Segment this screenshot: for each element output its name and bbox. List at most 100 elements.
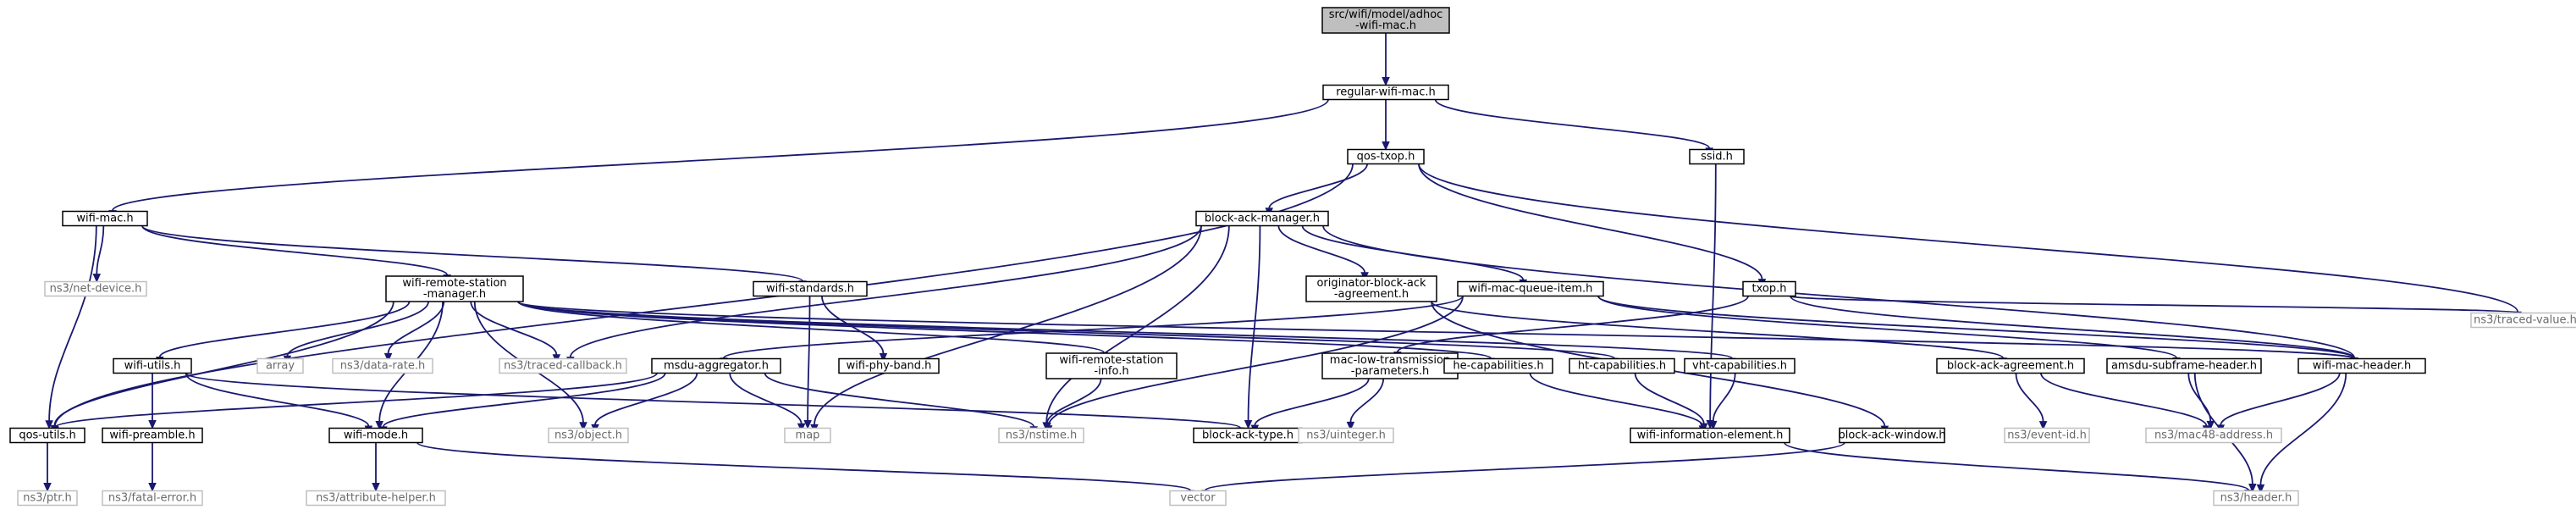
node-box <box>1742 280 1796 297</box>
node-label: originator-block-ack <box>1316 277 1426 290</box>
edge-wmh-to-header <box>2259 373 2347 485</box>
node-map[interactable]: map <box>784 427 831 444</box>
arrowhead-baa-to-eventid <box>2038 421 2048 430</box>
node-box <box>102 490 203 507</box>
node-label: wifi-utils.h <box>124 360 181 373</box>
node-label: block-ack-agreement.h <box>1947 360 2074 373</box>
node-obaa[interactable]: originator-block-ack-agreement.h <box>1305 275 1437 302</box>
node-box <box>385 275 524 302</box>
node-hecap[interactable]: he-capabilities.h <box>1443 357 1553 374</box>
node-array[interactable]: array <box>256 357 304 374</box>
edge-hecap-to-wie <box>1529 373 1704 427</box>
node-wifiutils[interactable]: wifi-utils.h <box>113 357 192 374</box>
edge-wmqi-to-nstime <box>1047 296 1464 426</box>
edge-vhtcap-to-wie <box>1712 373 1736 422</box>
arrowhead-wifimac-to-netdevice <box>92 274 102 283</box>
node-htcap[interactable]: ht-capabilities.h <box>1569 357 1675 374</box>
node-label: -info.h <box>1094 365 1128 378</box>
node-wrsm[interactable]: wifi-remote-station-manager.h <box>385 275 524 302</box>
node-wifiphyband[interactable]: wifi-phy-band.h <box>838 357 940 374</box>
arrowhead-wrsm-to-wifimode <box>375 421 383 430</box>
node-box <box>1298 427 1394 444</box>
node-eventid[interactable]: ns3/event-id.h <box>2004 427 2090 444</box>
node-amsdu[interactable]: amsdu-subframe-header.h <box>2106 357 2262 374</box>
arrowhead-qosutils-to-ptr <box>43 483 52 492</box>
node-bam[interactable]: block-ack-manager.h <box>1195 210 1329 227</box>
edge-wmh-to-mac48 <box>2220 373 2341 426</box>
node-baw[interactable]: block-ack-window.h <box>1838 427 1946 444</box>
node-box <box>2106 357 2262 374</box>
node-wifimac[interactable]: wifi-mac.h <box>62 210 148 227</box>
edge-wmqi-to-wmh <box>1597 295 2355 359</box>
node-box <box>2213 490 2299 507</box>
node-vector[interactable]: vector <box>1169 490 1227 507</box>
node-label: src/wifi/model/adhoc <box>1329 8 1443 21</box>
node-msdu[interactable]: msdu-aggregator.h <box>651 357 781 374</box>
node-wifimode[interactable]: wifi-mode.h <box>328 427 423 444</box>
node-mltp[interactable]: mac-low-transmission-parameters.h <box>1321 352 1459 379</box>
arrowhead-wifipreamble-to-fatalerror <box>148 483 157 492</box>
node-attrhelper[interactable]: ns3/attribute-helper.h <box>306 490 446 507</box>
edge-wrsi-to-nstime <box>1046 378 1102 424</box>
node-adhoc[interactable]: src/wifi/model/adhoc-wifi-mac.h <box>1321 7 1450 34</box>
node-datarate[interactable]: ns3/data-rate.h <box>332 357 433 374</box>
node-box <box>1195 210 1329 227</box>
node-fatalerror[interactable]: ns3/fatal-error.h <box>102 490 203 507</box>
arrowhead-htcap-to-wie <box>1699 423 1708 433</box>
node-wmh[interactable]: wifi-mac-header.h <box>2297 357 2426 374</box>
arrowhead-adhoc-to-regular <box>1382 77 1390 86</box>
node-baa[interactable]: block-ack-agreement.h <box>1936 357 2085 374</box>
node-qosutils[interactable]: qos-utils.h <box>9 427 85 444</box>
node-box <box>838 357 940 374</box>
edge-qostxop-to-qosutils <box>53 163 1354 427</box>
node-batype[interactable]: block-ack-type.h <box>1193 427 1303 444</box>
node-box <box>1630 427 1790 444</box>
edge-wrsm-to-tracedcb <box>470 301 558 355</box>
node-netdevice[interactable]: ns3/net-device.h <box>44 280 147 297</box>
arrowhead-amsdu-to-mac48 <box>2206 420 2215 430</box>
node-ptr[interactable]: ns3/ptr.h <box>17 490 78 507</box>
node-ssid[interactable]: ssid.h <box>1689 148 1745 165</box>
node-tracedcb[interactable]: ns3/traced-callback.h <box>499 357 627 374</box>
arrowhead-wrsm-to-datarate <box>383 352 393 363</box>
node-wmqi[interactable]: wifi-mac-queue-item.h <box>1457 280 1604 297</box>
node-wstd[interactable]: wifi-standards.h <box>753 280 868 297</box>
arrowhead-wstd-to-wifiphyband <box>879 352 888 363</box>
node-label: -agreement.h <box>1334 288 1409 301</box>
node-txop[interactable]: txop.h <box>1742 280 1796 297</box>
node-nstime[interactable]: ns3/nstime.h <box>998 427 1084 444</box>
edge-wstd-to-map <box>807 296 811 421</box>
node-box <box>998 427 1084 444</box>
node-label: ns3/uinteger.h <box>1306 429 1386 442</box>
node-label: block-ack-manager.h <box>1205 213 1320 225</box>
edge-baa-to-mac48 <box>2040 373 2208 427</box>
node-object[interactable]: ns3/object.h <box>548 427 629 444</box>
arrowhead-wrsm-to-object <box>579 422 587 432</box>
node-box <box>548 427 629 444</box>
node-mac48[interactable]: ns3/mac48-address.h <box>2145 427 2282 444</box>
arrowhead-wrsi-to-nstime <box>1043 423 1051 432</box>
node-label: ns3/traced-callback.h <box>504 360 622 373</box>
node-uinteger[interactable]: ns3/uinteger.h <box>1298 427 1394 444</box>
node-tracedvalue[interactable]: ns3/traced-value.h <box>2470 312 2576 329</box>
node-label: qos-txop.h <box>1357 151 1415 163</box>
node-label: ns3/header.h <box>2220 492 2292 505</box>
edge-regular-to-wifimac <box>112 99 1329 212</box>
node-label: mac-low-transmission <box>1330 354 1450 367</box>
node-wrsi[interactable]: wifi-remote-station-info.h <box>1045 352 1178 379</box>
arrowhead-mltp-to-uinteger <box>1346 421 1355 431</box>
node-wifipreamble[interactable]: wifi-preamble.h <box>102 427 203 444</box>
node-label: wifi-mac-header.h <box>2313 360 2412 373</box>
node-label: -manager.h <box>423 288 486 301</box>
node-vhtcap[interactable]: vht-capabilities.h <box>1684 357 1795 374</box>
node-wie[interactable]: wifi-information-element.h <box>1630 427 1790 444</box>
edge-baw-to-vector <box>1205 441 1845 491</box>
edge-msdu-to-map <box>729 373 803 424</box>
node-qostxop[interactable]: qos-txop.h <box>1347 148 1425 165</box>
node-regular[interactable]: regular-wifi-mac.h <box>1322 84 1449 101</box>
arrowhead-amsdu-to-header <box>2248 484 2257 493</box>
edge-bam-to-nstime <box>1045 225 1230 423</box>
edge-wmqi-to-amsdu <box>1597 296 2177 359</box>
node-header[interactable]: ns3/header.h <box>2213 490 2299 507</box>
edge-wrsm-to-wifiutils <box>158 301 411 357</box>
